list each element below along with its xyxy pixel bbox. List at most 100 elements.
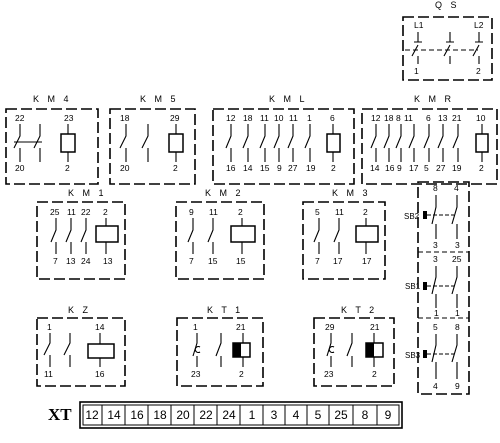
terminal-strip: XT 12 14 16 18 20 22 24 1 3 4 5 25 8 9 xyxy=(48,401,403,429)
terminal-label: 14 xyxy=(95,322,105,332)
svg-text:4: 4 xyxy=(293,408,300,422)
relay-coil xyxy=(60,133,76,153)
terminal-cell: 20 xyxy=(170,405,190,425)
terminal-label: L1 xyxy=(414,20,424,30)
terminal-label: 21 xyxy=(370,322,380,332)
button-label: SB2 xyxy=(404,212,420,221)
terminal-label: 13 xyxy=(66,256,76,266)
terminal-label: 24 xyxy=(81,256,91,266)
relay-coil xyxy=(168,133,184,153)
terminal-label: 12 xyxy=(371,113,381,123)
terminal-label: 22 xyxy=(81,207,91,217)
terminal-label: 6 xyxy=(426,113,431,123)
terminal-label: 23 xyxy=(191,369,201,379)
terminal-label: 1 xyxy=(414,66,419,76)
terminal-label: 8 xyxy=(433,183,438,193)
terminal-label: 11 xyxy=(209,207,218,217)
terminal-label: 16 xyxy=(385,163,395,173)
terminal-label: 2 xyxy=(479,163,484,173)
terminal-cell: 3 xyxy=(262,405,278,425)
module-title: K T 1 xyxy=(207,305,243,315)
module-title: K M 4 xyxy=(33,94,72,104)
terminal-label: 11 xyxy=(67,207,76,217)
terminal-label: 8 xyxy=(455,322,460,332)
button-sb2: SB2 8 4 3 3 xyxy=(404,183,460,250)
module-title: K M R xyxy=(414,94,454,104)
module-title: K Z xyxy=(68,305,91,315)
terminal-label: 25 xyxy=(452,254,462,264)
terminal-label: 19 xyxy=(306,163,316,173)
terminal-label: 1 xyxy=(434,308,439,318)
terminal-label: 12 xyxy=(226,113,236,123)
relay-coil xyxy=(95,225,119,243)
terminal-label: 9 xyxy=(455,381,460,391)
module-title: K M L xyxy=(269,94,308,104)
terminal-label: 6 xyxy=(330,113,335,123)
terminal-label: 15 xyxy=(208,256,218,266)
module-km3: K M 3 5 11 2 7 17 17 xyxy=(302,188,386,280)
terminal-label: 4 xyxy=(454,183,459,193)
svg-text:16: 16 xyxy=(130,408,144,422)
terminal-label: 11 xyxy=(260,113,269,123)
terminal-label: 9 xyxy=(189,207,194,217)
terminal-label: 1 xyxy=(307,113,312,123)
terminal-label: 16 xyxy=(95,369,105,379)
terminal-label: 13 xyxy=(438,113,448,123)
terminal-label: 3 xyxy=(455,240,460,250)
terminal-cell: 24 xyxy=(216,405,236,425)
module-title: K M 5 xyxy=(140,94,179,104)
terminal-label: 11 xyxy=(289,113,298,123)
svg-text:25: 25 xyxy=(334,408,348,422)
terminal-strip-label: XT xyxy=(48,405,72,424)
terminal-label: 2 xyxy=(239,369,244,379)
module-title: K M 2 xyxy=(205,188,244,198)
svg-text:9: 9 xyxy=(385,408,392,422)
button-sb1: SB1 3 25 1 1 xyxy=(405,254,462,318)
svg-text:3: 3 xyxy=(271,408,278,422)
module-km1: K M 1 25 11 22 2 7 13 24 13 xyxy=(36,188,126,280)
module-title: Q S xyxy=(435,0,460,10)
breaker-contacts xyxy=(405,32,483,64)
terminal-label: 27 xyxy=(436,163,446,173)
terminal-label: 17 xyxy=(333,256,343,266)
relay-coil xyxy=(326,133,341,153)
terminal-label: L2 xyxy=(474,20,484,30)
terminal-label: 11 xyxy=(335,207,344,217)
terminal-label: 17 xyxy=(409,163,419,173)
terminal-label: 16 xyxy=(226,163,236,173)
terminal-label: 11 xyxy=(44,369,53,379)
terminal-label: 13 xyxy=(103,256,113,266)
module-kt1: K T 1 1 21 23 2 xyxy=(176,305,264,387)
terminal-label: 18 xyxy=(384,113,394,123)
terminal-label: 20 xyxy=(120,163,130,173)
svg-text:1: 1 xyxy=(249,408,256,422)
terminal-label: 2 xyxy=(103,207,108,217)
terminal-label: 27 xyxy=(288,163,298,173)
terminal-label: 9 xyxy=(397,163,402,173)
time-relay-block xyxy=(366,343,374,357)
terminal-label: 2 xyxy=(363,207,368,217)
terminal-cells: 12 14 16 18 20 22 24 1 3 4 5 25 8 9 xyxy=(79,401,403,429)
svg-text:8: 8 xyxy=(362,408,369,422)
module-km5: K M 5 18 29 20 2 xyxy=(109,94,196,185)
terminal-label: 2 xyxy=(476,66,481,76)
terminal-label: 19 xyxy=(452,163,462,173)
module-kml: K M L 12 18 11 10 11 1 6 16 14 15 9 27 1… xyxy=(212,94,355,185)
pushbutton-station: SB2 8 4 3 3 SB1 3 25 1 1 SB3 5 8 4 xyxy=(404,181,470,395)
terminal-label: 2 xyxy=(331,163,336,173)
terminal-label: 14 xyxy=(243,163,253,173)
terminal-cell: 5 xyxy=(306,405,322,425)
button-label: SB1 xyxy=(405,282,421,291)
module-kmr: K M R 12 18 8 11 6 13 21 10 14 16 9 17 5… xyxy=(361,94,498,185)
terminal-cell: 8 xyxy=(352,405,369,425)
terminal-label: 18 xyxy=(243,113,253,123)
terminal-label: 5 xyxy=(433,322,438,332)
relay-coil xyxy=(475,133,489,153)
terminal-label: 23 xyxy=(64,113,74,123)
terminal-label: 2 xyxy=(173,163,178,173)
terminal-label: 17 xyxy=(362,256,372,266)
terminal-label: 8 xyxy=(396,113,401,123)
module-km2: K M 2 9 11 2 7 15 15 xyxy=(175,188,265,280)
module-title: K M 3 xyxy=(332,188,371,198)
